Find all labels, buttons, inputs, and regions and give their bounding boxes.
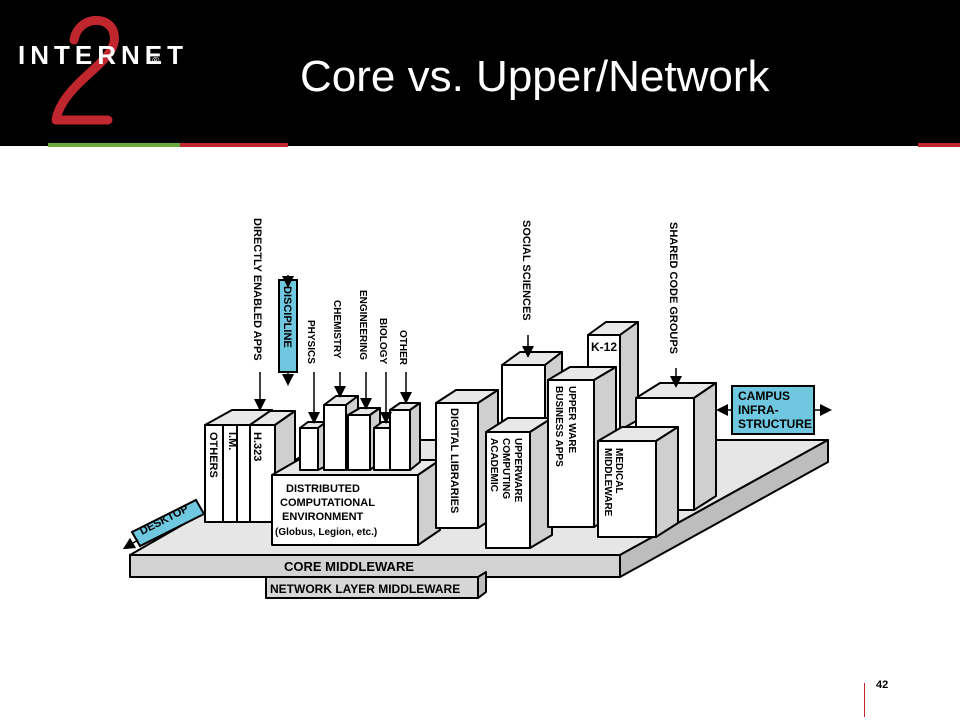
im-label: I.M. (226, 432, 238, 450)
directly-enabled-apps-label: DIRECTLY ENABLED APPS (251, 218, 263, 361)
others-label: OTHERS (207, 432, 219, 478)
shared-code-groups-label: SHARED CODE GROUPS (667, 222, 679, 354)
social-sciences-label: SOCIAL SCIENCES (520, 220, 532, 321)
logo-2-mark-icon (51, 15, 119, 125)
dce-label-4: (Globus, Legion, etc.) (275, 527, 377, 538)
digital-libraries-label: DIGITAL LIBRARIES (448, 408, 460, 513)
business-label-1: BUSINESS APPS (553, 386, 564, 467)
footer-divider (864, 683, 865, 717)
accent-stripe-green (48, 143, 180, 147)
network-layer-side (477, 571, 487, 599)
core-middleware-label: CORE MIDDLEWARE (284, 559, 414, 574)
academic-label-3: UPPERWARE (512, 438, 523, 503)
chemistry-label: CHEMISTRY (331, 300, 342, 359)
accent-stripe-red (180, 143, 288, 147)
core-platform-side (619, 439, 829, 578)
academic-label-1: ACADEMIC (488, 438, 499, 492)
campus-label-3: STRUCTURE (738, 417, 812, 431)
logo-text: INTERNET (18, 40, 188, 70)
k12-label: K-12 (591, 340, 617, 354)
medical-label-2: MIDDLEWARE (602, 448, 613, 517)
accent-stripe-red-right (918, 143, 960, 147)
other-label: OTHER (397, 330, 408, 366)
slide-title: Core vs. Upper/Network (300, 52, 770, 101)
dce-label-3: ENVIRONMENT (282, 511, 364, 523)
network-layer-label: NETWORK LAYER MIDDLEWARE (270, 582, 460, 596)
internet2-logo: INTERNET ® (0, 0, 200, 140)
discipline-label: DISCIPLINE (281, 286, 293, 348)
medical-label-1: MEDICAL (613, 448, 624, 494)
h323-label: H.323 (251, 432, 263, 461)
campus-label-2: INFRA- (738, 403, 779, 417)
page-number: 42 (876, 679, 889, 691)
header-bar: INTERNET ® Core vs. Upper/Network (0, 0, 960, 146)
physics-label: PHYSICS (305, 320, 316, 364)
biology-label: BIOLOGY (377, 318, 388, 364)
registered-mark: ® (152, 56, 160, 67)
campus-label-1: CAMPUS (738, 389, 790, 403)
engineering-label: ENGINEERING (357, 290, 368, 360)
dce-label-2: COMPUTATIONAL (280, 497, 375, 509)
dce-label-1: DISTRIBUTED (286, 483, 360, 495)
business-label-2: UPPER WARE (566, 386, 577, 454)
academic-label-2: COMPUTING (500, 438, 511, 499)
desktop-badge (130, 498, 206, 548)
